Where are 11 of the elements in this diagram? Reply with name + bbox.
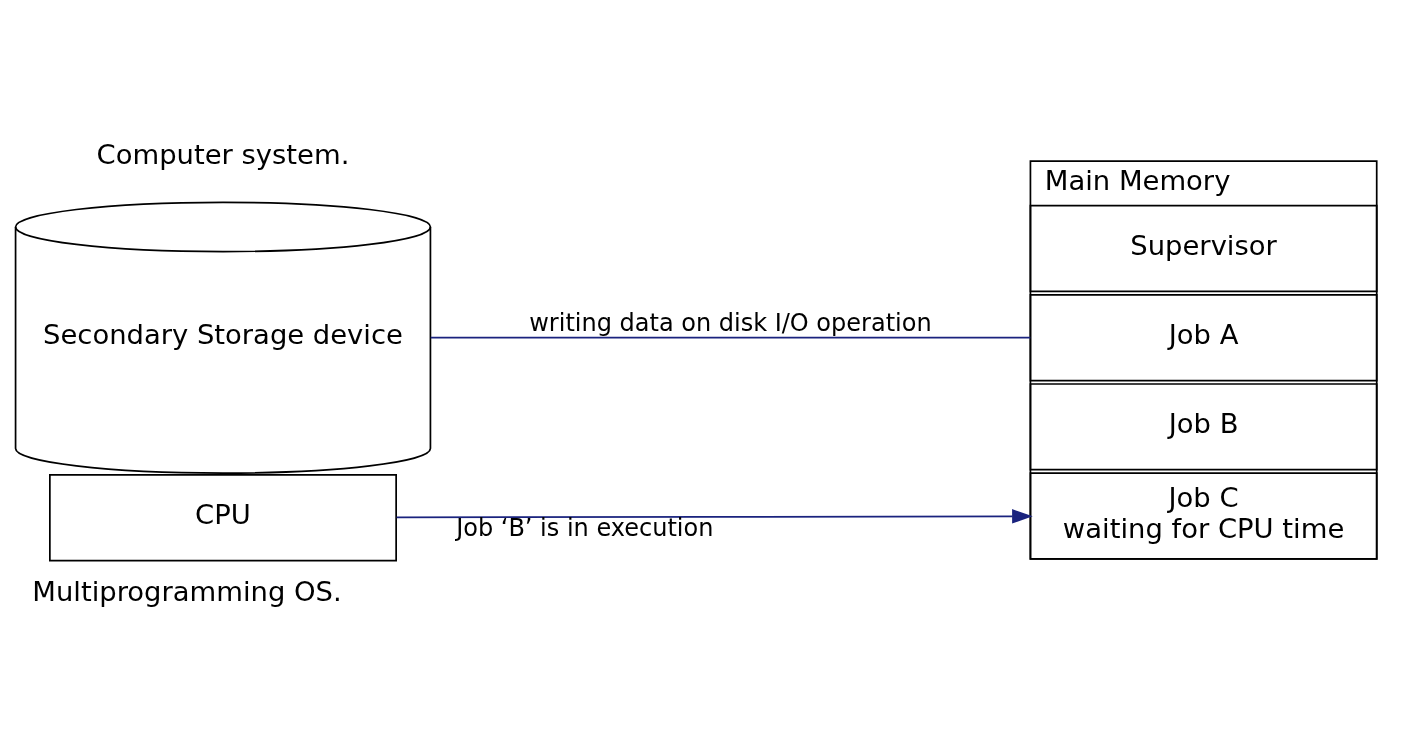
caption: Multiprogramming OS. [32,575,342,607]
arrow [395,508,1033,524]
label: Computer system. [96,138,350,170]
node-box: Job A [1029,293,1378,381]
node-box: CPU [49,473,397,561]
connector [429,336,1032,339]
edge-label: writing data on disk I/O operation [529,308,932,337]
edge-label: Job ‘B’ is in execution [456,513,714,542]
node-box: Job B [1029,382,1378,471]
node-box: Supervisor [1029,204,1378,292]
node-box: Job C waiting for CPU time [1029,471,1378,560]
